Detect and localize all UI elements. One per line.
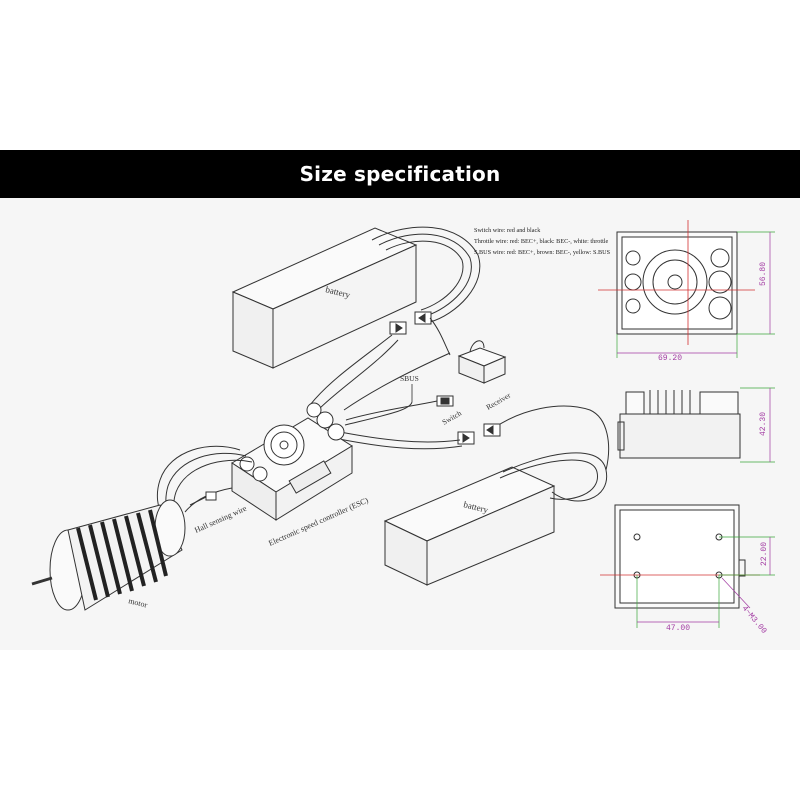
page-title: Size specification xyxy=(299,162,501,186)
battery-bottom xyxy=(383,466,556,586)
sbus-label: SBUS xyxy=(400,374,419,383)
title-band: Size specification xyxy=(0,150,800,198)
connector-top xyxy=(389,311,432,335)
dim-side-height: 42.30 xyxy=(759,412,768,436)
esc-top-view xyxy=(616,231,738,335)
receiver-label: Receiver xyxy=(485,390,513,411)
dim-bottom-width: 47.00 xyxy=(666,624,690,633)
motor xyxy=(31,499,186,611)
switch-module xyxy=(345,395,454,421)
switch-label: Switch xyxy=(441,408,464,426)
receiver xyxy=(457,340,507,384)
dim-top-width: 69.20 xyxy=(658,354,682,363)
sbus-wire-note: S.BUS wire: red: BEC+, brown: BEC-, yell… xyxy=(474,249,611,256)
dim-bottom-height: 22.00 xyxy=(760,542,769,566)
esc-bottom-view xyxy=(614,504,746,609)
esc-side-view xyxy=(617,390,741,459)
dim-top-height: 56.80 xyxy=(759,262,768,286)
connector-bottom xyxy=(457,423,501,445)
esc xyxy=(231,402,353,521)
hall-sensing-label: Hall sensing wire xyxy=(193,504,248,535)
switch-wire-note: Switch wire: red and black xyxy=(474,227,541,234)
diagram-canvas: battery battery SBUS Switch Receiver Hal… xyxy=(31,220,775,636)
throttle-wire-note: Throttle wire: red: BEC+, black: BEC-, w… xyxy=(474,238,609,245)
battery-top xyxy=(231,227,418,369)
dim-screws: 4~M3.00 xyxy=(740,604,769,636)
wiring-diagram: Switch wire: red and black Throttle wire… xyxy=(0,198,800,650)
motor-label: motor xyxy=(128,596,149,609)
